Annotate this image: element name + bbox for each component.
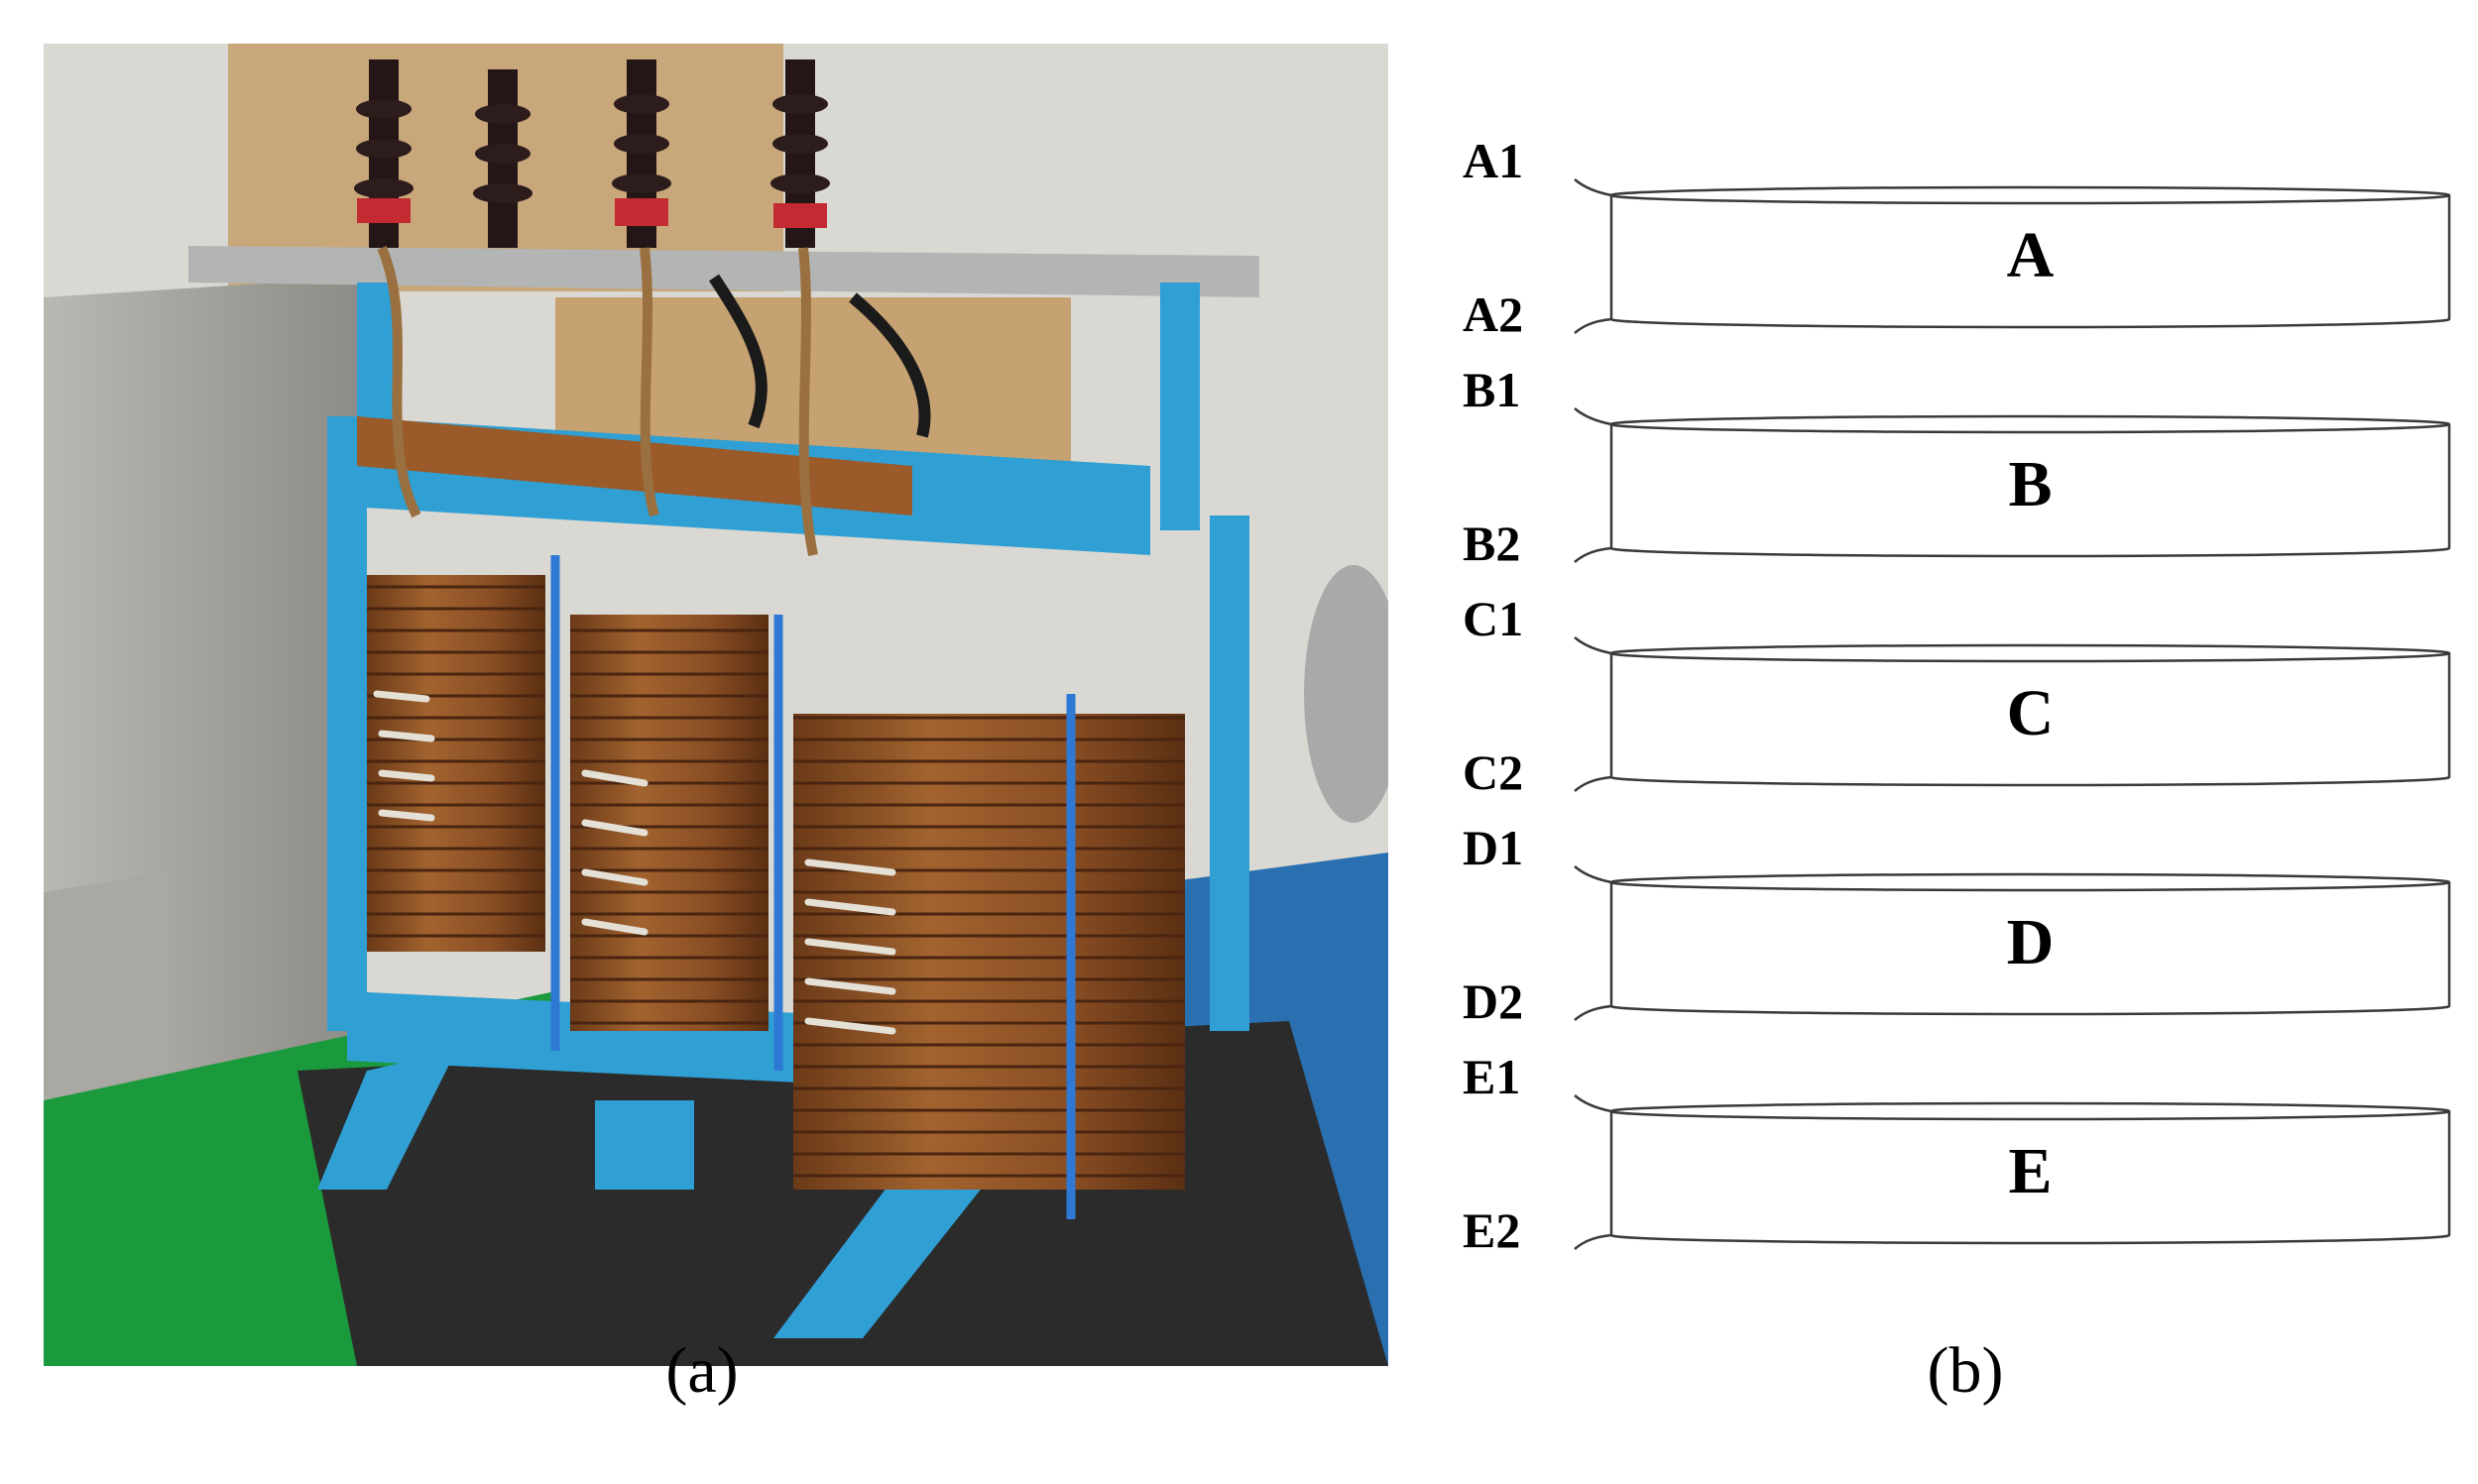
caption-a: (a) (665, 1334, 739, 1407)
terminal-c2: C2 (1463, 744, 1523, 800)
coil-3 (793, 714, 1185, 1190)
winding-e-top-edge (1609, 1101, 2451, 1121)
winding-b-bottom-lead (1574, 546, 1612, 563)
cooling-fan (1304, 565, 1388, 823)
winding-d-top-edge (1609, 872, 2451, 892)
caption-b: (b) (1927, 1334, 2004, 1407)
winding-a-top-edge (1609, 185, 2451, 205)
terminal-d1: D1 (1463, 820, 1523, 875)
winding-d-top-lead (1574, 865, 1612, 884)
winding-c-top-edge (1609, 643, 2451, 663)
winding-c-outline (1609, 653, 2451, 787)
winding-a-label: A (2007, 219, 2055, 291)
winding-b-top-lead (1574, 407, 1612, 426)
winding-d-outline (1609, 882, 2451, 1016)
tie-rods (550, 555, 1076, 1219)
winding-b-label: B (2008, 448, 2052, 520)
black-cables (709, 274, 931, 438)
terminal-d2: D2 (1463, 973, 1523, 1029)
terminal-b2: B2 (1463, 515, 1520, 571)
coil-1 (367, 575, 545, 952)
top-clamp-bar (357, 416, 912, 515)
tap-leads (373, 690, 896, 1035)
winding-e-top-lead (1574, 1094, 1612, 1113)
winding-a-top-lead (1574, 178, 1612, 197)
winding-d-bottom-lead (1574, 1004, 1612, 1021)
winding-c-label: C (2007, 677, 2055, 749)
terminal-c1: C1 (1463, 591, 1523, 646)
winding-c-top-lead (1574, 636, 1612, 655)
winding-a-bottom-lead (1574, 317, 1612, 334)
winding-a-outline (1609, 195, 2451, 329)
terminal-b1: B1 (1463, 362, 1520, 417)
terminal-e1: E1 (1463, 1049, 1520, 1104)
terminal-e2: E2 (1463, 1202, 1520, 1258)
winding-c-bottom-lead (1574, 775, 1612, 792)
panel-a-transformer-photo (44, 44, 1388, 1366)
bushings (354, 59, 830, 248)
terminal-a1: A1 (1463, 133, 1523, 188)
lead-cables (377, 246, 818, 556)
winding-d-label: D (2007, 906, 2055, 978)
winding-e-outline (1609, 1111, 2451, 1245)
winding-e-bottom-lead (1574, 1233, 1612, 1250)
terminal-a2: A2 (1463, 286, 1523, 342)
winding-e-label: E (2008, 1135, 2052, 1207)
winding-b-top-edge (1609, 414, 2451, 434)
top-cover-plate (188, 246, 1259, 297)
winding-b-outline (1609, 424, 2451, 558)
